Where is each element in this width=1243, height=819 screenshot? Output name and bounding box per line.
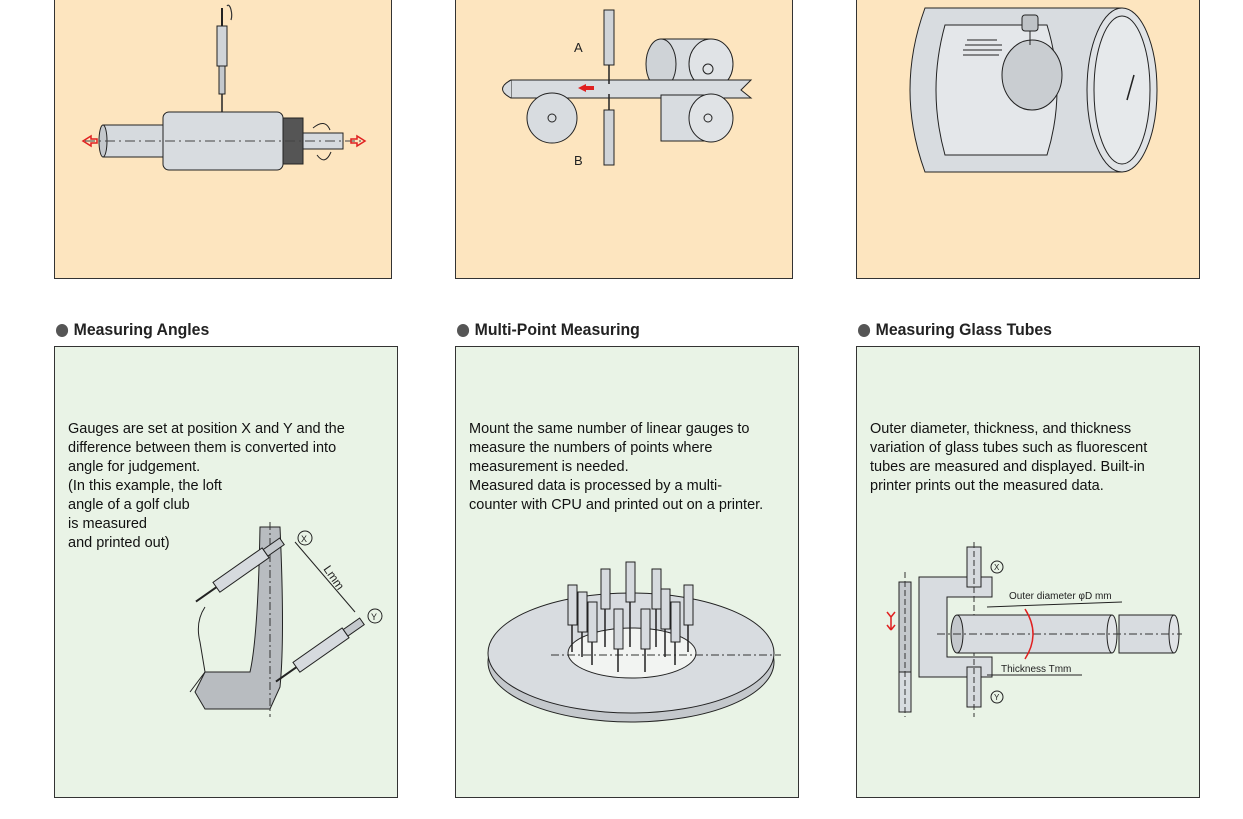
bullet-icon — [56, 323, 69, 337]
desc-line: angle for judgement. — [68, 459, 201, 475]
section-heading-multi-point: Multi-Point Measuring — [457, 320, 640, 340]
desc-line: angle of a golf club — [68, 497, 190, 513]
desc-line: tubes are measured and displayed. Built-… — [870, 459, 1145, 475]
section-title: Measuring Glass Tubes — [875, 320, 1052, 339]
desc-line: difference between them is converted int… — [68, 440, 337, 456]
probe-b-label: B — [574, 153, 583, 168]
desc-line: Outer diameter, thickness, and thickness — [870, 421, 1132, 437]
section-description: Gauges are set at position X and Y and t… — [68, 420, 345, 553]
top-panel-2: A B — [455, 0, 793, 279]
desc-line: Measured data is processed by a multi- — [469, 478, 723, 494]
desc-line: is measured — [68, 516, 147, 532]
desc-line: Mount the same number of linear gauges t… — [469, 421, 750, 437]
cylinder-illustration — [909, 7, 1158, 173]
section-heading-glass-tubes: Measuring Glass Tubes — [858, 320, 1052, 340]
top-panel-1 — [54, 0, 392, 279]
top-panel-3 — [856, 0, 1200, 279]
bullet-icon — [858, 323, 871, 337]
desc-line: counter with CPU and printed out on a pr… — [469, 497, 764, 513]
gauge-y-label: Y — [371, 612, 377, 622]
sheet-thickness-illustration: A B — [502, 9, 753, 168]
desc-line: variation of glass tubes such as fluores… — [870, 440, 1148, 456]
thickness-label: Thickness Tmm — [1001, 664, 1071, 675]
gauge-x-label: X — [994, 563, 1000, 572]
desc-line: and printed out) — [68, 535, 170, 551]
section-title: Measuring Angles — [73, 320, 210, 339]
desc-line: printer prints out the measured data. — [870, 478, 1104, 494]
multi-gauge-disc-diagram — [487, 561, 781, 723]
section-description: Mount the same number of linear gauges t… — [469, 420, 763, 515]
gauge-y-label: Y — [994, 693, 1000, 702]
section-description: Outer diameter, thickness, and thickness… — [870, 420, 1147, 496]
shaft-measurement-illustration — [81, 4, 367, 171]
desc-line: (In this example, the loft — [68, 478, 222, 494]
desc-line: measure the numbers of points where — [469, 440, 713, 456]
desc-line: Gauges are set at position X and Y and t… — [68, 421, 345, 437]
desc-line: measurement is needed. — [469, 459, 629, 475]
panel-multi-point-measuring: Mount the same number of linear gauges t… — [455, 346, 799, 798]
probe-a-label: A — [574, 40, 583, 55]
distance-label: Lmm — [321, 563, 348, 593]
glass-tube-diagram: X Y Outer diameter φD mm Thickness Tmm — [886, 542, 1182, 717]
panel-measuring-glass-tubes: Outer diameter, thickness, and thickness… — [856, 346, 1200, 798]
outer-diameter-label: Outer diameter φD mm — [1009, 591, 1112, 602]
section-heading-measuring-angles: Measuring Angles — [56, 320, 209, 340]
section-title: Multi-Point Measuring — [474, 320, 640, 339]
bullet-icon — [457, 323, 470, 337]
golf-club-angle-diagram: X Y Lmm — [189, 522, 383, 717]
panel-measuring-angles: Gauges are set at position X and Y and t… — [54, 346, 398, 798]
gauge-x-label: X — [301, 534, 307, 544]
